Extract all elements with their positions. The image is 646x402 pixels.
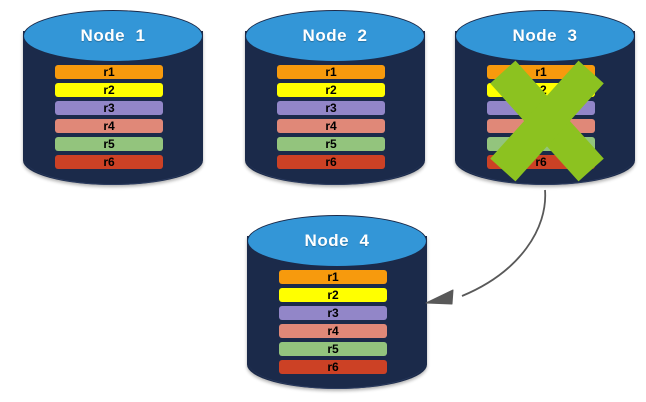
row-label: r4 (103, 119, 115, 133)
node-4-row-r3[interactable]: r3 (279, 306, 387, 320)
row-label: r3 (327, 306, 339, 320)
node-3-row-r6[interactable]: r6 (487, 155, 595, 169)
node-1-row-r6[interactable]: r6 (55, 155, 163, 169)
node-2-row-r2[interactable]: r2 (277, 83, 385, 97)
node-2[interactable]: Node 2 r1 r2 r3 r4 r5 r6 (245, 10, 425, 185)
row-label: r2 (103, 83, 115, 97)
node-4-row-r2[interactable]: r2 (279, 288, 387, 302)
node-3-row-r4[interactable]: r4 (487, 119, 595, 133)
row-label: r4 (327, 324, 339, 338)
node-3-row-r3[interactable]: r3 (487, 101, 595, 115)
node-2-top (245, 10, 425, 62)
row-label: r1 (327, 270, 339, 284)
node-3-top (455, 10, 635, 62)
arrow-head-icon (425, 289, 454, 305)
node-2-row-r3[interactable]: r3 (277, 101, 385, 115)
node-2-row-r4[interactable]: r4 (277, 119, 385, 133)
node-4-top (247, 215, 427, 267)
node-4-row-r1[interactable]: r1 (279, 270, 387, 284)
row-label: r2 (535, 83, 547, 97)
node-3-row-r1[interactable]: r1 (487, 65, 595, 79)
node-1-row-r5[interactable]: r5 (55, 137, 163, 151)
row-label: r3 (103, 101, 115, 115)
row-label: r4 (535, 119, 547, 133)
node-3[interactable]: Node 3 r1 r2 r3 r4 r5 r6 (455, 10, 635, 185)
row-label: r1 (103, 65, 115, 79)
row-label: r2 (325, 83, 337, 97)
node-4-row-r6[interactable]: r6 (279, 360, 387, 374)
node-1-row-r1[interactable]: r1 (55, 65, 163, 79)
node-2-rows: r1 r2 r3 r4 r5 r6 (245, 10, 425, 185)
node-1-rows: r1 r2 r3 r4 r5 r6 (23, 10, 203, 185)
node-1-label: Node 1 (80, 26, 146, 45)
node-2-label: Node 2 (302, 26, 368, 45)
node-3-rows: r1 r2 r3 r4 r5 r6 (455, 10, 635, 185)
node-1-row-r3[interactable]: r3 (55, 101, 163, 115)
node-1[interactable]: Node 1 r1 r2 r3 r4 r5 r6 (23, 10, 203, 185)
node-4-row-r4[interactable]: r4 (279, 324, 387, 338)
row-label: r6 (103, 155, 115, 169)
row-label: r6 (325, 155, 337, 169)
row-label: r3 (325, 101, 337, 115)
row-label: r6 (327, 360, 339, 374)
row-label: r1 (325, 65, 337, 79)
row-label: r3 (535, 101, 547, 115)
node-4-label: Node 4 (304, 231, 370, 250)
row-label: r5 (327, 342, 339, 356)
node-1-row-r2[interactable]: r2 (55, 83, 163, 97)
arrow-path (461, 189, 547, 297)
node-2-row-r6[interactable]: r6 (277, 155, 385, 169)
row-label: r5 (325, 137, 337, 151)
row-label: r5 (535, 137, 547, 151)
node-4-rows: r1 r2 r3 r4 r5 r6 (247, 215, 427, 389)
row-label: r2 (327, 288, 339, 302)
row-label: r5 (103, 137, 115, 151)
row-label: r1 (535, 65, 547, 79)
node-1-top (23, 10, 203, 62)
node-2-row-r5[interactable]: r5 (277, 137, 385, 151)
node-4-row-r5[interactable]: r5 (279, 342, 387, 356)
node-4[interactable]: Node 4 r1 r2 r3 r4 r5 r6 (247, 215, 427, 389)
node-3-row-r2[interactable]: r2 (487, 83, 595, 97)
node-3-row-r5[interactable]: r5 (487, 137, 595, 151)
row-label: r4 (325, 119, 337, 133)
node-1-row-r4[interactable]: r4 (55, 119, 163, 133)
node-3-label: Node 3 (512, 26, 578, 45)
row-label: r6 (535, 155, 547, 169)
node-2-row-r1[interactable]: r1 (277, 65, 385, 79)
